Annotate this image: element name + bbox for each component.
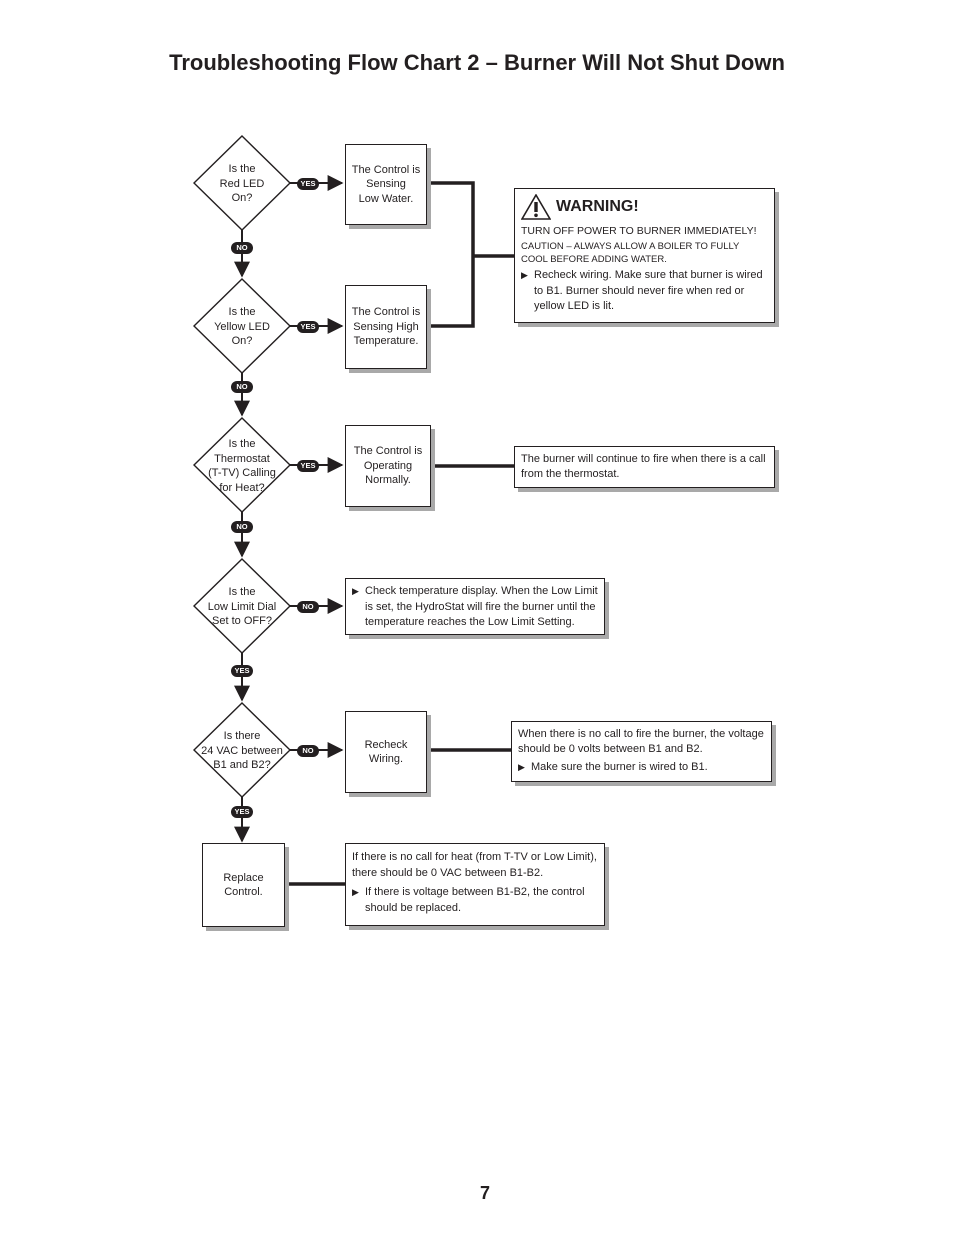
decision-thermostat-text: Is the Thermostat (T-TV) Calling for Hea…	[208, 438, 276, 494]
action-replace-control: Replace Control.	[202, 843, 285, 927]
action-normal-text: The Control is Operating Normally.	[353, 445, 423, 487]
yes-label: YES	[297, 178, 319, 190]
voltage-note: When there is no call to fire the burner…	[511, 721, 772, 782]
action-low-limit-check: ▶ Check temperature display. When the Low…	[345, 578, 605, 635]
warning-bullet: Recheck wiring. Make sure that burner is…	[534, 269, 763, 312]
yes-label: YES	[231, 806, 253, 818]
action-recheck-wiring: Recheck Wiring.	[345, 711, 427, 793]
action-high-temp: The Control is Sensing High Temperature.	[345, 285, 427, 369]
bullet-arrow-icon: ▶	[521, 270, 528, 280]
decision-yellow-led-text: Is the Yellow LED On?	[214, 306, 270, 347]
warning-line1: TURN OFF POWER TO BURNER IMMEDIATELY!	[521, 225, 757, 237]
voltage-note-text: When there is no call to fire the burner…	[518, 728, 764, 755]
yes-label: YES	[297, 460, 319, 472]
warning-triangle-icon	[521, 194, 551, 220]
warning-line2: CAUTION – ALWAYS ALLOW A BOILER TO FULLY…	[521, 241, 740, 265]
decision-red-led-text: Is the Red LED On?	[219, 163, 265, 204]
recheck-wiring-text: Recheck Wiring.	[364, 738, 408, 766]
yes-label: YES	[297, 321, 319, 333]
low-limit-check-text: Check temperature display. When the Low …	[365, 585, 598, 628]
decision-low-limit-text: Is the Low Limit Dial Set to OFF?	[207, 586, 277, 627]
bullet-arrow-icon: ▶	[518, 762, 525, 772]
no-label: NO	[297, 601, 319, 613]
bullet-arrow-icon: ▶	[352, 887, 359, 897]
action-low-water: The Control is Sensing Low Water.	[345, 144, 427, 225]
decision-24vac-text: Is there 24 VAC between B1 and B2?	[201, 730, 283, 771]
page-title: Troubleshooting Flow Chart 2 – Burner Wi…	[169, 50, 785, 75]
no-label: NO	[231, 521, 253, 533]
replace-note-text: If there is no call for heat (from T-TV …	[352, 851, 597, 879]
warning-box: WARNING! TURN OFF POWER TO BURNER IMMEDI…	[514, 188, 775, 323]
warning-title: WARNING!	[556, 198, 639, 216]
no-label: NO	[231, 242, 253, 254]
no-label: NO	[231, 381, 253, 393]
thermostat-note-text: The burner will continue to fire when th…	[521, 453, 766, 480]
page-number: 7	[479, 1183, 490, 1203]
bullet-arrow-icon: ▶	[352, 586, 359, 596]
replace-bullet-text: If there is voltage between B1-B2, the c…	[365, 886, 585, 914]
replace-control-text: Replace Control.	[223, 871, 264, 899]
action-normal: The Control is Operating Normally.	[345, 425, 431, 507]
yes-label: YES	[231, 665, 253, 677]
thermostat-note: The burner will continue to fire when th…	[514, 446, 775, 488]
action-high-temp-text: The Control is Sensing High Temperature.	[351, 306, 421, 348]
replace-note: If there is no call for heat (from T-TV …	[345, 843, 605, 926]
no-label: NO	[297, 745, 319, 757]
action-low-water-text: The Control is Sensing Low Water.	[351, 163, 421, 205]
voltage-bullet-text: Make sure the burner is wired to B1.	[531, 761, 708, 773]
